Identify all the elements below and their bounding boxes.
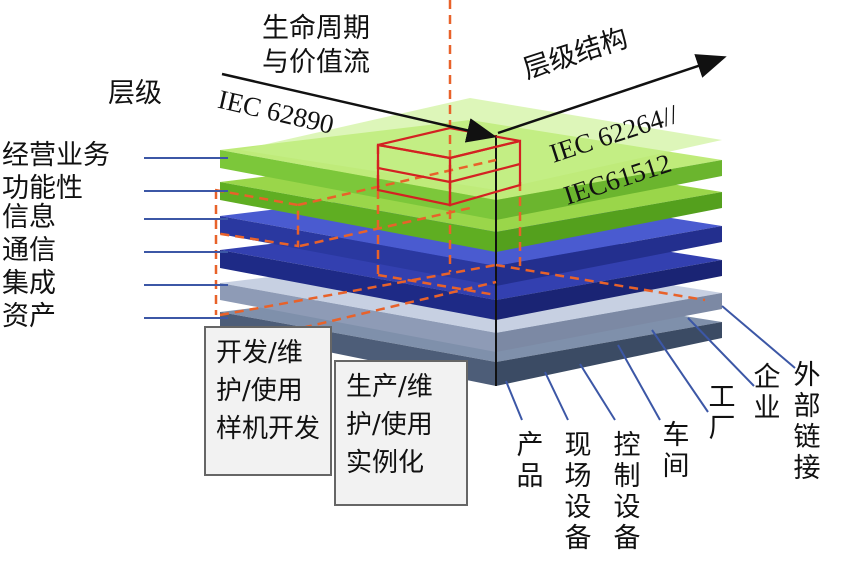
lifecycle-axis-label: 生命周期 与价值流 xyxy=(262,13,370,78)
hierarchy-leader-lines xyxy=(505,305,796,421)
hierarchy-label-product: 产品 xyxy=(516,430,544,492)
lifecycle-box-instance: 生产/维 护/使用 实例化 xyxy=(334,360,468,506)
layers-axis-label: 层级 xyxy=(108,78,162,109)
hierarchy-label-connected-world: 外部链接 xyxy=(793,360,821,484)
lifecycle-box-type: 开发/维 护/使用 样机开发 xyxy=(204,326,332,476)
hierarchy-arrow xyxy=(497,54,727,135)
top-glow xyxy=(240,98,722,190)
hierarchy-label-work-centers: 工厂 xyxy=(708,382,736,444)
hierarchy-label-field-device: 现场设备 xyxy=(564,430,592,554)
layer-label-business: 经营业务 xyxy=(2,140,110,171)
layer-label-integration: 集成 xyxy=(2,268,56,299)
layer-label-information: 信息 xyxy=(2,202,56,233)
layer-label-communication: 通信 xyxy=(2,235,56,266)
hierarchy-label-enterprise: 企业 xyxy=(753,362,781,424)
hierarchy-label-station: 车间 xyxy=(662,420,690,482)
layer-label-functional: 功能性 xyxy=(2,173,83,204)
lifecycle-arrow xyxy=(221,72,497,143)
layer-label-asset: 资产 xyxy=(2,301,56,332)
layer-leader-lines xyxy=(144,157,228,319)
highlight-cube xyxy=(376,126,522,207)
hierarchy-label-control-device: 控制设备 xyxy=(613,430,641,554)
